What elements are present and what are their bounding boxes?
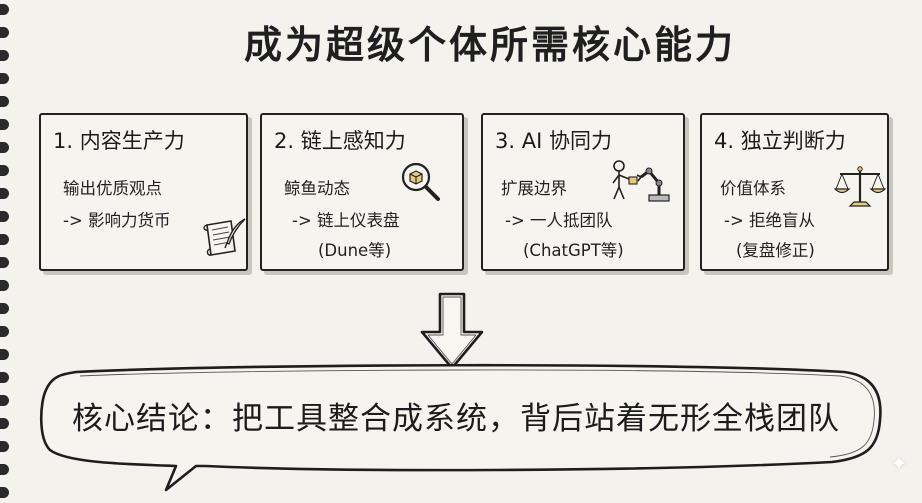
card-line-2: -> 拒绝盲从: [724, 211, 816, 230]
card-content-productivity: 1. 内容生产力 输出优质观点 -> 影响力货币: [39, 113, 248, 271]
spiral-ring: [0, 142, 9, 153]
spiral-ring: [0, 27, 9, 38]
spiral-ring: [0, 441, 9, 452]
card-line-3: (复盘修正): [736, 241, 815, 260]
spiral-ring: [0, 165, 9, 176]
card-ai-collaboration: 3. AI 协同力 扩展边界 -> 一人抵团队 (ChatGPT等): [481, 113, 685, 271]
card-line-1: 输出优质观点: [63, 179, 162, 198]
spiral-ring: [0, 464, 9, 475]
spiral-ring: [0, 418, 9, 429]
spiral-ring: [0, 188, 9, 199]
spiral-ring: [0, 487, 9, 498]
card-heading: 2. 链上感知力: [274, 129, 406, 153]
card-line-1: 鲸鱼动态: [284, 179, 350, 198]
balance-scale-icon: [834, 166, 886, 207]
spiral-ring: [0, 73, 9, 84]
spiral-ring: [0, 96, 9, 107]
card-line-3: (Dune等): [318, 241, 392, 260]
card-onchain-perception: 2. 链上感知力 鲸鱼动态 -> 链上仪表盘 (Dune等): [260, 113, 464, 271]
card-independent-judgment: 4. 独立判断力 价值体系 -> 拒绝盲从 (复盘修正): [700, 113, 889, 271]
card-line-1: 价值体系: [720, 179, 786, 198]
spiral-ring: [0, 280, 9, 291]
conclusion-text: 核心结论：把工具整合成系统，背后站着无形全栈团队: [72, 401, 840, 437]
card-line-3: (ChatGPT等): [523, 241, 624, 260]
card-heading: 3. AI 协同力: [495, 129, 612, 153]
card-heading: 4. 独立判断力: [714, 129, 846, 153]
spiral-binding: [0, 0, 16, 503]
spiral-ring: [0, 395, 9, 406]
conclusion-bubble: [39, 363, 882, 492]
spiral-ring: [0, 50, 9, 61]
sparkle-icon: ✦: [889, 452, 908, 477]
spiral-ring: [0, 349, 9, 360]
card-line-1: 扩展边界: [501, 179, 567, 198]
spiral-ring: [0, 257, 9, 268]
card-line-2: -> 一人抵团队: [505, 211, 613, 230]
spiral-ring: [0, 4, 9, 15]
card-heading: 1. 内容生产力: [53, 129, 185, 153]
spiral-ring: [0, 326, 9, 337]
spiral-ring: [0, 303, 9, 314]
card-line-2: -> 链上仪表盘: [292, 211, 400, 230]
spiral-ring: [0, 119, 9, 130]
spiral-ring: [0, 234, 9, 245]
page-title: 成为超级个体所需核心能力: [243, 23, 736, 67]
magnifier-cube-icon: [401, 162, 440, 201]
down-arrow-icon: [420, 292, 484, 370]
spiral-ring: [0, 211, 9, 222]
spiral-ring: [0, 372, 9, 383]
scroll-quill-icon: [203, 218, 246, 256]
person-robot-arm-icon: [612, 160, 670, 202]
card-line-2: -> 影响力货币: [63, 211, 171, 230]
